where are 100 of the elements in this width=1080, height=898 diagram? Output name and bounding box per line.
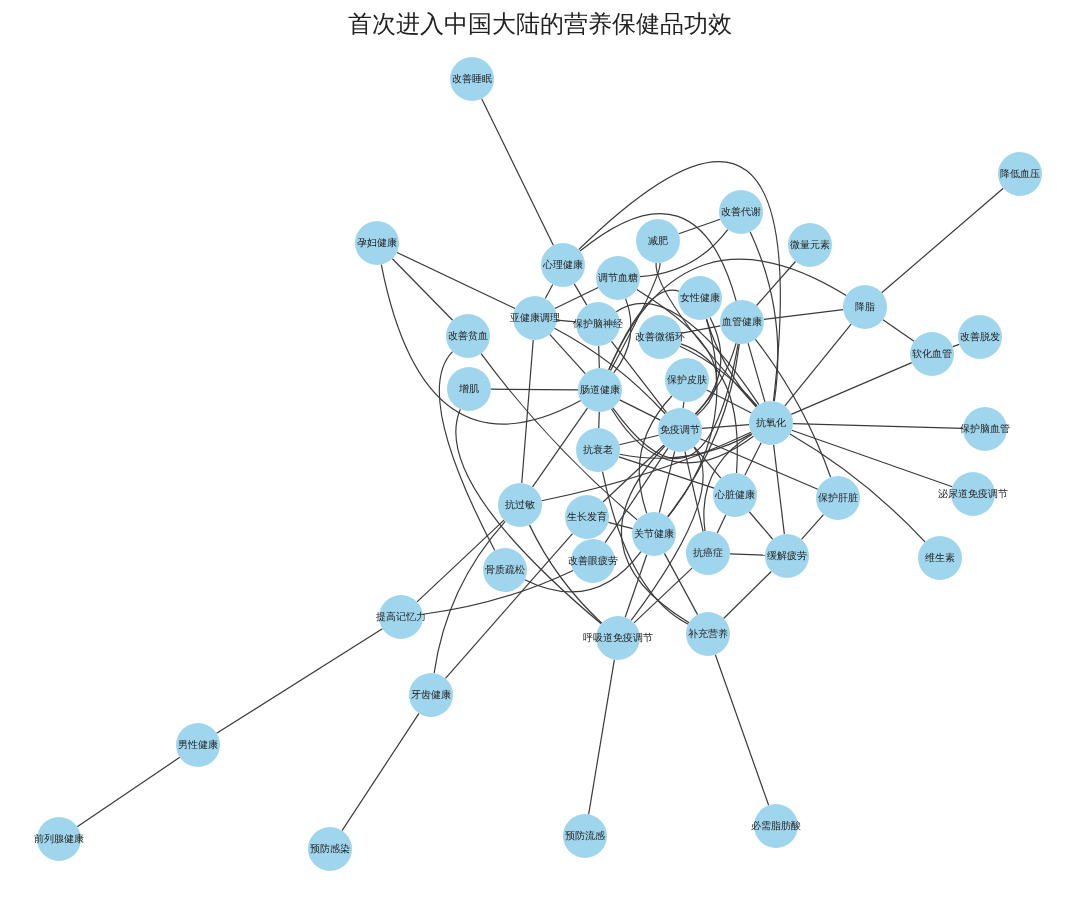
connector-line xyxy=(396,251,516,310)
connector-line xyxy=(433,520,506,674)
node-label: 维生素 xyxy=(925,553,955,563)
connector-line xyxy=(882,319,915,342)
connector-line xyxy=(601,470,689,625)
connector-line xyxy=(729,553,766,556)
connector-line xyxy=(723,570,772,620)
connector-line xyxy=(748,511,774,540)
node-label: 改善睡眠 xyxy=(452,74,492,84)
node-label: 抗衰老 xyxy=(583,445,613,455)
connector-line xyxy=(549,333,586,375)
node-label: 心理健康 xyxy=(543,260,583,270)
connector-line xyxy=(749,231,779,402)
node-label: 亚健康调理 xyxy=(510,313,560,323)
node-label: 呼吸道免疫调节 xyxy=(583,633,653,643)
connector-line xyxy=(881,187,1004,294)
connector-line xyxy=(341,712,420,832)
connector-line xyxy=(667,318,718,518)
connector-line xyxy=(630,446,704,621)
connector-line xyxy=(531,407,589,488)
node-label: 关节健康 xyxy=(634,529,674,539)
node-label: 改善贫血 xyxy=(448,331,488,341)
connector-line xyxy=(490,388,579,391)
connector-line xyxy=(680,343,738,474)
connector-line xyxy=(444,532,574,680)
connector-line xyxy=(216,628,383,734)
node-label: 减肥 xyxy=(648,236,668,246)
connector-line xyxy=(791,429,953,488)
connector-line xyxy=(598,345,600,369)
connector-line xyxy=(422,569,574,615)
connector-line xyxy=(609,262,661,372)
connector-line xyxy=(607,521,634,530)
connector-line xyxy=(800,513,825,541)
node-label: 降低血压 xyxy=(1000,169,1040,179)
connector-line xyxy=(528,524,603,624)
connector-line xyxy=(693,446,722,479)
node-label: 改善微循环 xyxy=(635,332,685,342)
node-label: 补充营养 xyxy=(688,629,728,639)
connector-line xyxy=(714,654,770,806)
connector-line xyxy=(684,450,704,533)
node-label: 肠道健康 xyxy=(580,385,620,395)
node-label: 保护肝脏 xyxy=(818,493,858,503)
connector-line xyxy=(613,298,632,374)
connector-line xyxy=(612,343,739,460)
connector-line xyxy=(610,340,668,414)
node-label: 抗癌症 xyxy=(693,548,723,558)
node-label: 心脏健康 xyxy=(715,490,755,500)
connector-line xyxy=(553,327,666,415)
connector-line xyxy=(608,289,680,371)
connector-line xyxy=(604,447,669,544)
connector-line xyxy=(480,353,638,521)
connector-line xyxy=(541,431,752,502)
connector-line xyxy=(705,318,757,408)
connector-line xyxy=(952,343,960,348)
connector-line xyxy=(438,351,496,552)
connector-line xyxy=(633,567,693,624)
node-label: 抗过敏 xyxy=(505,500,535,510)
connector-line xyxy=(667,343,740,518)
node-label: 血管健康 xyxy=(722,317,762,327)
connector-line xyxy=(755,260,797,307)
node-label: 必需脂肪酸 xyxy=(751,821,801,831)
connector-line xyxy=(754,338,832,478)
connector-line xyxy=(619,433,753,459)
connector-line xyxy=(706,389,752,414)
node-label: 预防感染 xyxy=(310,844,350,854)
connector-line xyxy=(578,161,781,402)
node-label: 改善眼疲劳 xyxy=(568,556,618,566)
chart-title: 首次进入中国大陆的营养保健品功效 xyxy=(347,9,733,40)
connector-line xyxy=(524,551,642,593)
connector-line xyxy=(716,514,727,534)
connector-line xyxy=(621,445,690,624)
connector-line xyxy=(699,438,819,490)
node-label: 孕妇健康 xyxy=(357,238,397,248)
connector-line xyxy=(416,519,505,603)
node-label: 软化血管 xyxy=(912,349,952,359)
connector-line xyxy=(784,323,852,407)
connector-line xyxy=(618,456,715,489)
connector-line xyxy=(789,433,926,543)
connector-line xyxy=(380,263,582,425)
node-label: 男性健康 xyxy=(178,740,218,750)
connector-line xyxy=(679,345,758,407)
node-label: 泌尿道免疫调节 xyxy=(938,489,1008,499)
connector-line xyxy=(618,434,660,446)
connector-line xyxy=(76,756,181,828)
node-label: 女性健康 xyxy=(680,293,720,303)
connector-line xyxy=(701,424,750,429)
node-label: 改善脱发 xyxy=(960,332,1000,342)
connector-line xyxy=(573,283,588,306)
connector-line xyxy=(678,218,721,235)
connector-line xyxy=(544,283,554,300)
connector-line xyxy=(773,444,785,535)
connector-line xyxy=(615,302,760,406)
connector-line xyxy=(481,98,554,246)
node-label: 保护脑血管 xyxy=(960,424,1010,434)
node-label: 预防流感 xyxy=(565,831,605,841)
connector-line xyxy=(658,450,676,514)
connector-line xyxy=(703,433,753,532)
node-label: 微量元素 xyxy=(790,240,830,250)
connector-line xyxy=(588,659,615,815)
node-label: 生长发育 xyxy=(567,512,607,522)
